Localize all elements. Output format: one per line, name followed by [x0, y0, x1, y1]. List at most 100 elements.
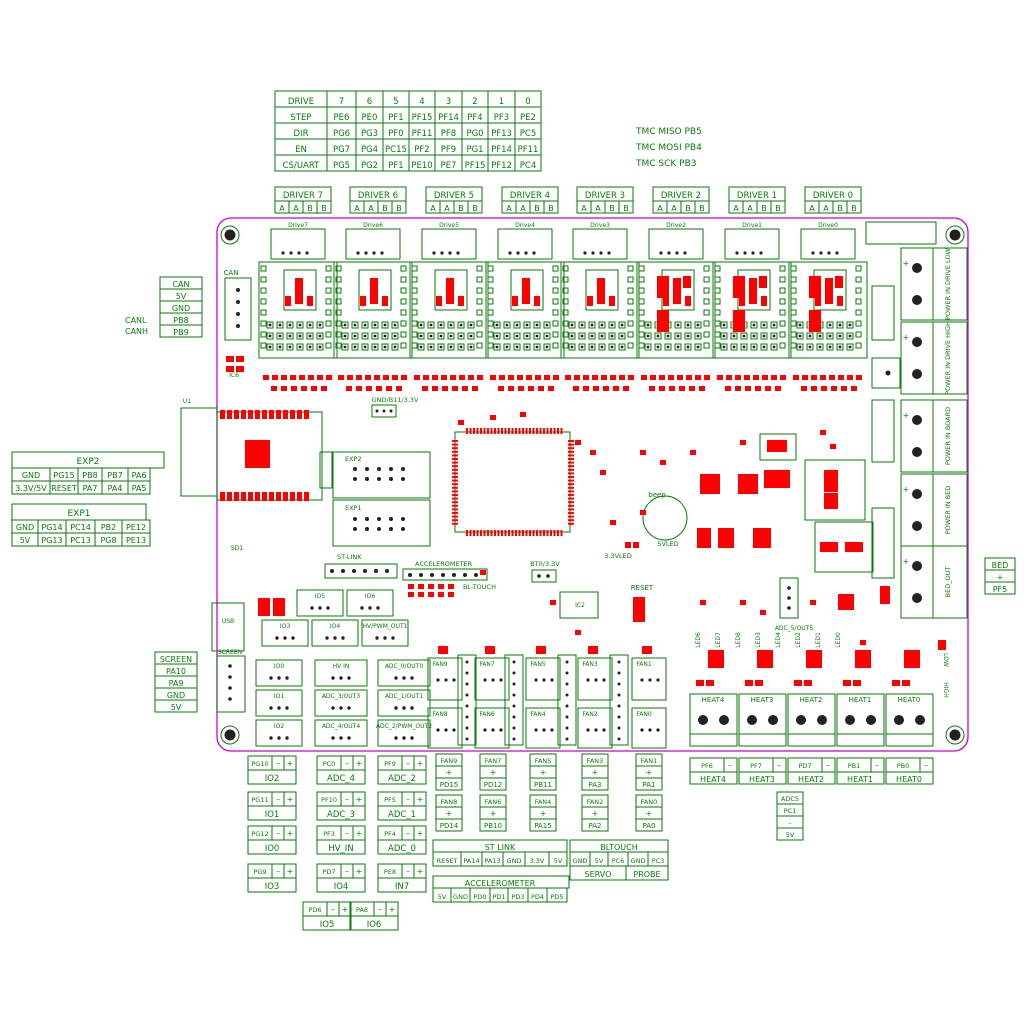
via [542, 728, 546, 732]
resistor-pad [422, 386, 428, 391]
resistor-pad [735, 375, 741, 380]
pad [560, 428, 563, 434]
header-pin [351, 332, 359, 340]
resistor-pad [472, 386, 478, 391]
header-pin [400, 331, 407, 338]
led-label: LED7 [715, 632, 722, 648]
header-pin [568, 321, 576, 329]
driver-pin-table-text: 5 [393, 97, 398, 107]
header-pin [335, 320, 342, 327]
pad [452, 519, 458, 522]
plus-sign: + [417, 795, 424, 804]
can-pin-cell [159, 324, 203, 338]
via [474, 573, 478, 577]
connector-pin [281, 251, 285, 255]
pad [568, 497, 574, 500]
pad [483, 530, 486, 536]
via [444, 728, 448, 732]
header-pin [779, 265, 786, 272]
pad [553, 530, 556, 536]
drive-connector [648, 228, 704, 260]
pad [236, 356, 244, 362]
via [383, 334, 387, 338]
fan-name: FAN7 [485, 757, 502, 765]
heat-name-cell [836, 771, 885, 785]
exp2-table-text: PB7 [107, 471, 122, 480]
header-pin [826, 332, 834, 340]
via [298, 323, 302, 327]
pad [568, 458, 574, 460]
header-pin [855, 331, 862, 338]
pad [452, 465, 458, 468]
smd-pad [520, 412, 526, 417]
fan-connector [577, 657, 613, 701]
via [610, 334, 614, 338]
resistor-pad [851, 386, 857, 391]
connector-pin [827, 251, 831, 255]
io-name: ADC_4 [327, 774, 355, 784]
via [333, 636, 337, 640]
exp2-table-text: PG15 [53, 471, 74, 480]
drive-label: Drive5 [439, 222, 459, 229]
via [308, 323, 312, 327]
plus-sign: + [903, 259, 910, 268]
driver-pin: B [685, 204, 691, 213]
exp2-table-text: PA7 [83, 484, 98, 493]
resistor-pad [518, 386, 524, 391]
header-pin [487, 298, 494, 305]
via [602, 728, 606, 732]
driver-pin-table-text: 4 [419, 97, 424, 107]
screen-pin: PA9 [169, 679, 184, 688]
resistor-pad [291, 386, 297, 391]
via [742, 345, 746, 349]
header-pin [552, 342, 559, 349]
via [617, 715, 621, 719]
header-pin [836, 332, 844, 340]
connector-pin [440, 251, 444, 255]
fuse-holder [871, 399, 895, 463]
heat-name-cell [885, 771, 934, 785]
header-pin [266, 332, 274, 340]
resistor-pad [498, 386, 504, 391]
terminal-screw [912, 593, 922, 603]
smd-pad [458, 420, 464, 425]
header-pin [266, 321, 274, 329]
header-pin [796, 332, 804, 340]
terminal-screw [698, 715, 708, 725]
heat-name-cell [689, 771, 738, 785]
connector-pin [819, 251, 823, 255]
plus-sign: + [356, 867, 363, 876]
via [408, 573, 412, 577]
header-pin [437, 321, 445, 329]
driver-pin-table-text: PC4 [520, 161, 536, 171]
driver-pin-table-text: PG0 [466, 129, 483, 139]
pad [480, 428, 482, 434]
resistor-pad [601, 375, 607, 380]
connector-pin [532, 251, 536, 255]
header-pin [627, 298, 634, 305]
driver-pin: A [581, 204, 587, 213]
accel-header [402, 568, 488, 581]
driver-pin-cell [467, 200, 483, 214]
exp2-header [332, 451, 431, 499]
bltouch-table-text: GND [631, 857, 646, 865]
via [375, 409, 379, 413]
resistor-pad [841, 386, 847, 391]
plus-sign: + [417, 759, 424, 768]
can-pin: CAN [172, 280, 189, 289]
via [469, 323, 473, 327]
power-label: BED_OUT [944, 567, 952, 598]
header-pin [371, 332, 379, 340]
io-name-cell [247, 877, 297, 893]
driver-pad [749, 278, 757, 304]
header-pin [703, 320, 710, 327]
via [441, 573, 445, 577]
via [389, 477, 393, 481]
via [550, 728, 554, 732]
io-name-cell [377, 877, 427, 893]
header-pin [467, 321, 475, 329]
via [363, 323, 367, 327]
via [389, 527, 393, 531]
pad [504, 428, 507, 434]
adc5-pin: PC1 [784, 807, 797, 815]
